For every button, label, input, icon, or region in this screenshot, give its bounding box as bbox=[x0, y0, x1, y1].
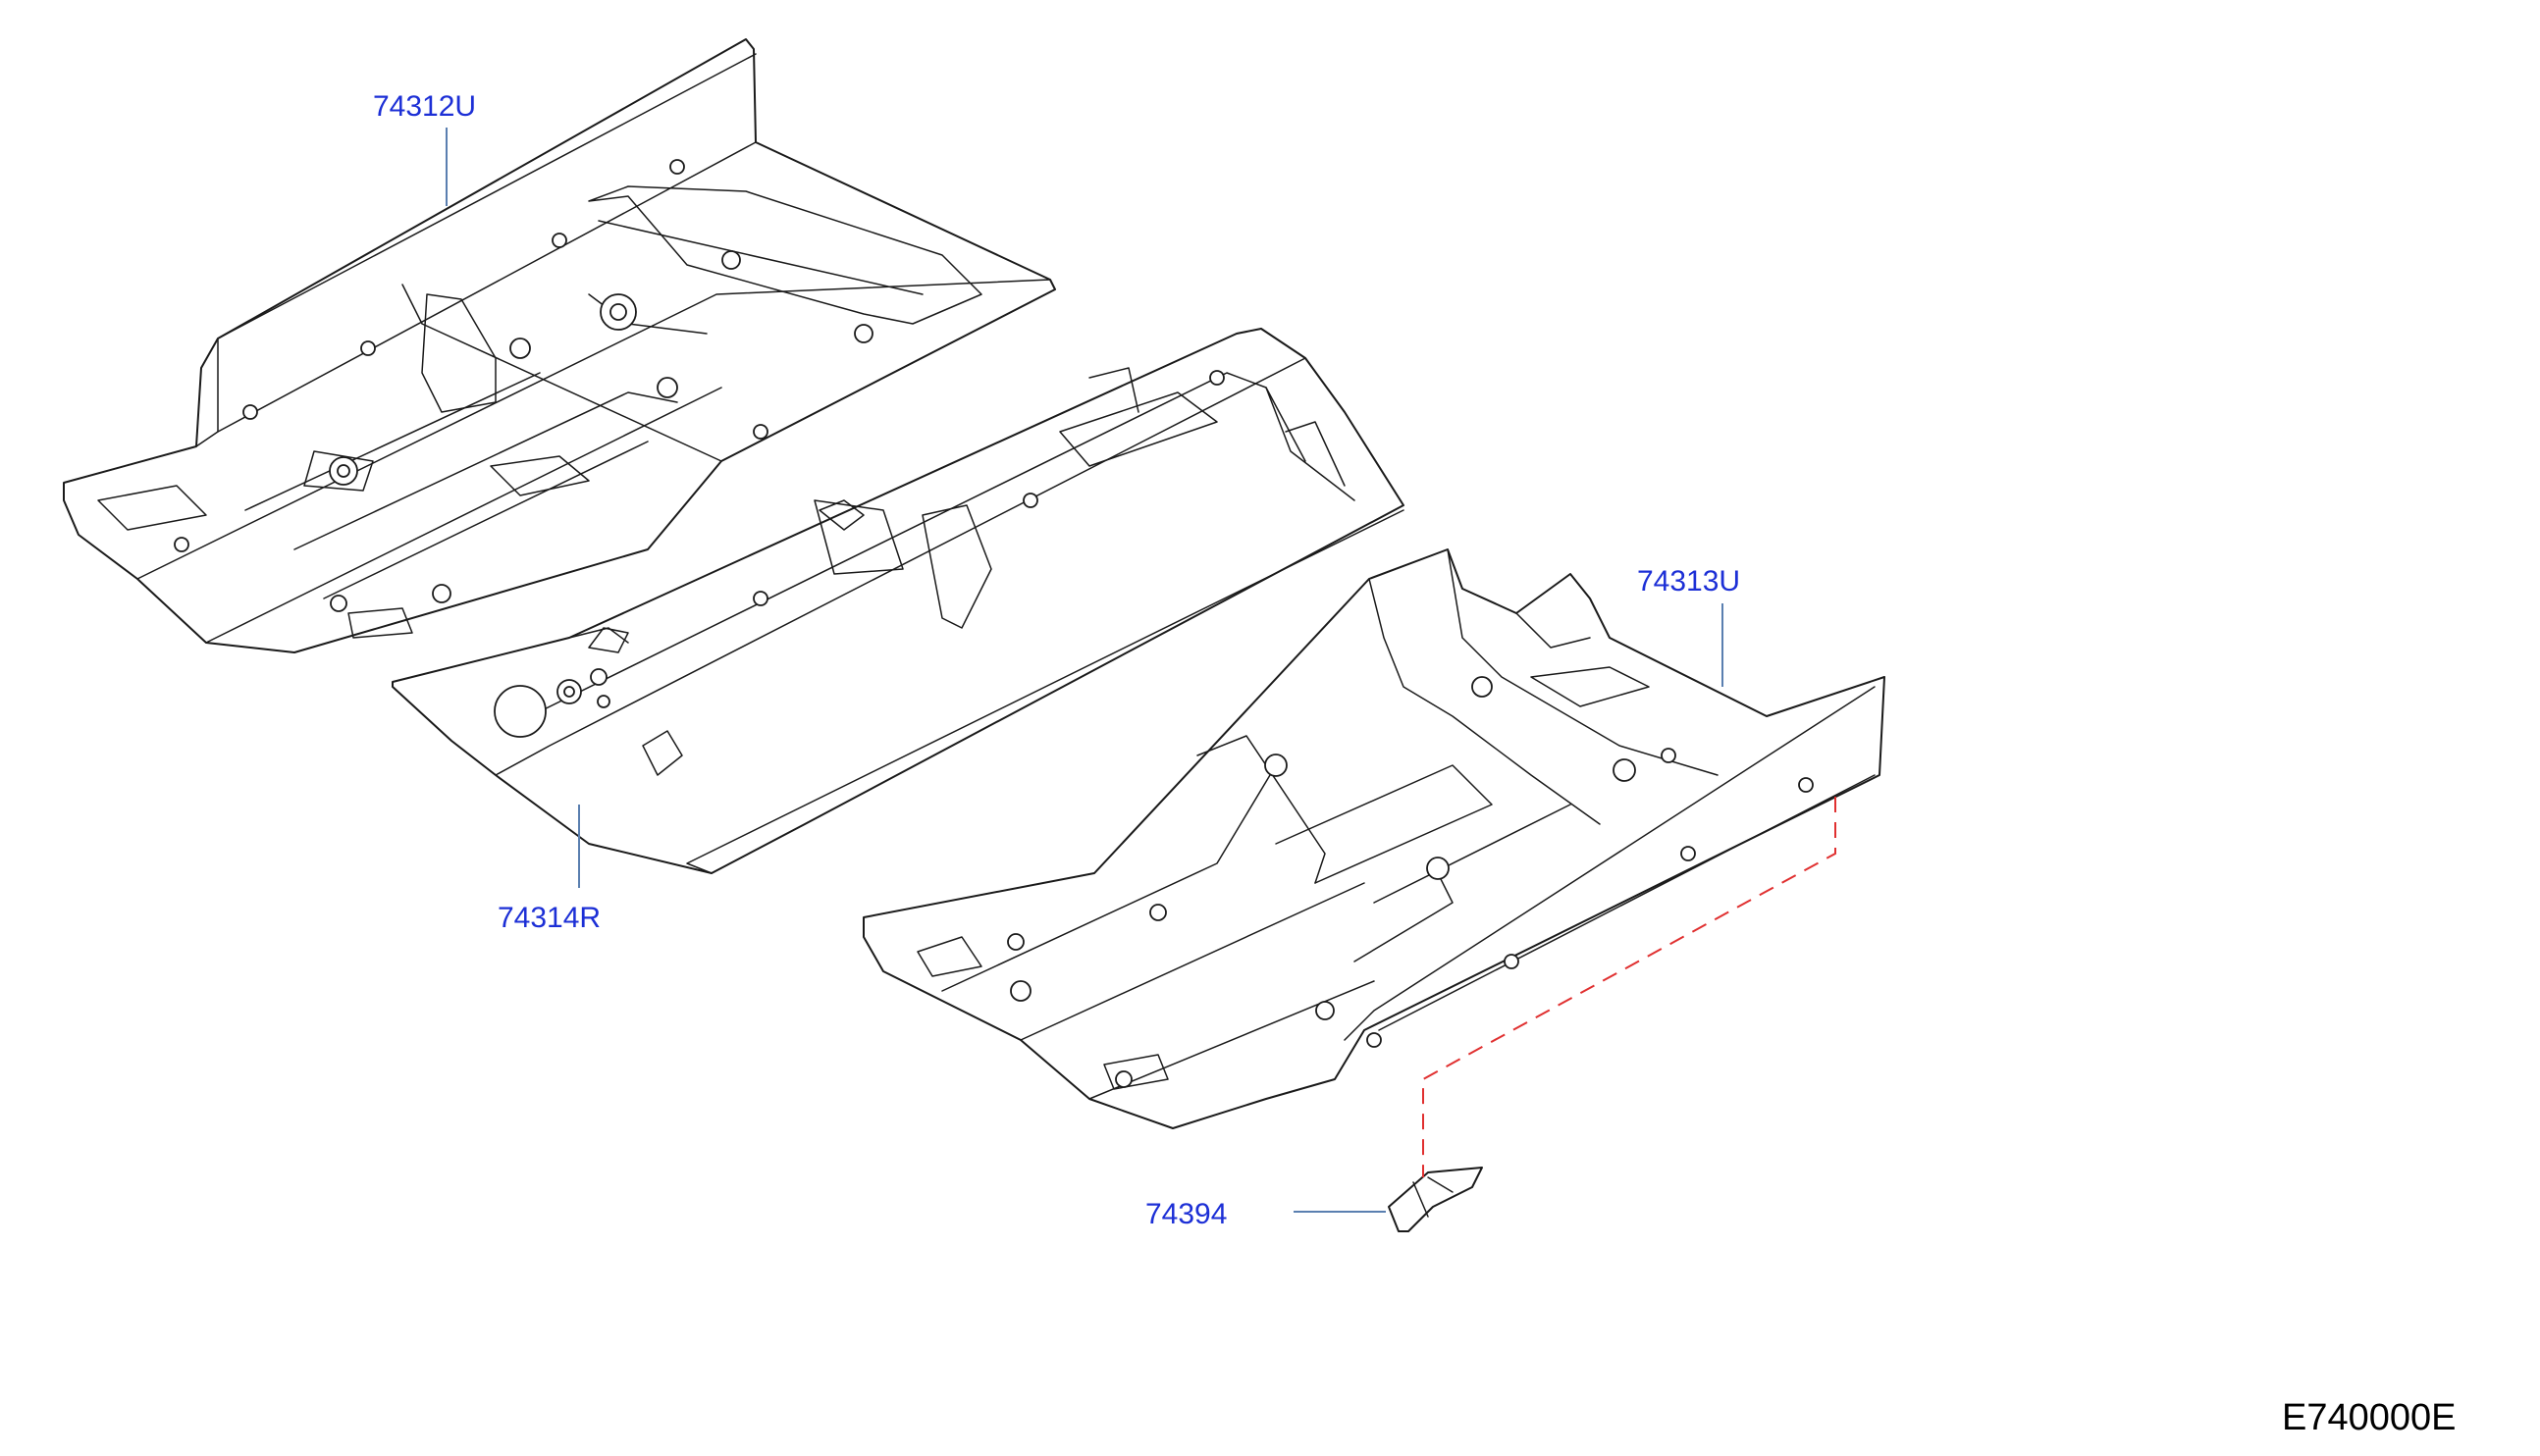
floor-panel-74314R[interactable] bbox=[392, 328, 1404, 874]
install-guide-dashed bbox=[1422, 797, 1836, 1177]
floor-panel-74313U[interactable] bbox=[863, 548, 1885, 1129]
callout-74394: 74394 bbox=[1145, 1198, 1227, 1230]
bracket-74394[interactable] bbox=[1388, 1167, 1483, 1232]
callout-74314R: 74314R bbox=[498, 902, 601, 934]
callout-74313U: 74313U bbox=[1637, 565, 1740, 598]
diagram-code: E740000E bbox=[2282, 1397, 2457, 1438]
callout-74312U: 74312U bbox=[373, 90, 476, 123]
floor-panel-74312U[interactable] bbox=[63, 38, 1056, 653]
